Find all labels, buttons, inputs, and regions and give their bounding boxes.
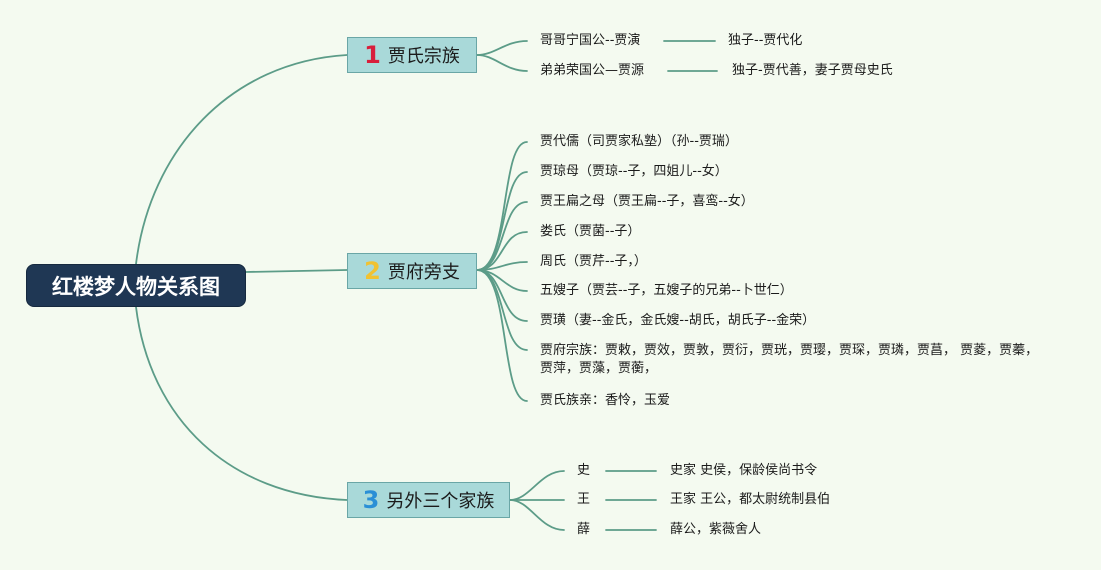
leaf-b3-1[interactable]: 史 bbox=[577, 463, 591, 478]
root-label: 红楼梦人物关系图 bbox=[52, 274, 220, 299]
connector-b2-leaf-3 bbox=[476, 201, 528, 271]
leaf-b3-3-detail[interactable]: 薛公，紫薇舍人 bbox=[670, 522, 762, 537]
connector-b3-leaf-1 bbox=[509, 470, 565, 501]
leaf-b2-6[interactable]: 五嫂子（贾芸--子，五嫂子的兄弟--卜世仁） bbox=[540, 283, 793, 298]
leaf-b3-3[interactable]: 薛 bbox=[577, 522, 591, 537]
leaf-b1-1[interactable]: 哥哥宁国公--贾演 bbox=[540, 33, 641, 48]
leaf-b2-4[interactable]: 娄氏（贾菌--子） bbox=[540, 224, 641, 239]
branch-label: 贾氏宗族 bbox=[387, 46, 460, 67]
leaf-b2-8[interactable]: 贾府宗族：贾敕，贾效，贾敦，贾衍，贾珖，贾璎，贾琛，贾璘，贾菖， 贾菱，贾蓁，贾… bbox=[540, 343, 1039, 376]
root-node[interactable]: 红楼梦人物关系图 bbox=[26, 264, 246, 307]
branch-node-side-branches[interactable]: 2 贾府旁支 bbox=[347, 253, 477, 289]
branch-node-jia-clan[interactable]: 1 贾氏宗族 bbox=[347, 37, 477, 73]
leaf-b3-2-detail[interactable]: 王家 王公，都太尉统制县伯 bbox=[670, 492, 831, 507]
connector-root-b3 bbox=[135, 306, 348, 501]
leaf-b2-7[interactable]: 贾璜（妻--金氏，金氏嫂--胡氏，胡氏子--金荣） bbox=[540, 313, 816, 328]
branch-label: 贾府旁支 bbox=[387, 262, 460, 283]
leaf-b2-5[interactable]: 周氏（贾芹--子，） bbox=[540, 254, 647, 269]
branch-number: 2 bbox=[364, 257, 381, 285]
leaf-b3-2[interactable]: 王 bbox=[577, 492, 591, 507]
leaf-b2-1[interactable]: 贾代儒（司贾家私塾）（孙--贾瑞） bbox=[540, 134, 738, 149]
connector-b2-leaf-5 bbox=[476, 261, 528, 271]
connector-b2-leaf-7 bbox=[476, 269, 528, 322]
connector-root-b1 bbox=[135, 54, 348, 265]
leaf-b2-3[interactable]: 贾王扁之母（贾王扁--子，喜鸾--女） bbox=[540, 194, 754, 209]
leaf-b2-2[interactable]: 贾琼母（贾琼--子，四姐儿--女） bbox=[540, 164, 728, 179]
connector-b2-leaf-2 bbox=[476, 171, 528, 271]
branch-node-other-families[interactable]: 3 另外三个家族 bbox=[347, 482, 510, 518]
connector-b1-leaf-2 bbox=[476, 54, 528, 72]
connector-b3-leaf-3 bbox=[509, 499, 565, 531]
connector-root-b2 bbox=[245, 269, 348, 273]
leaf-b1-2[interactable]: 弟弟荣国公—贾源 bbox=[540, 63, 645, 78]
branch-label: 另外三个家族 bbox=[386, 491, 495, 512]
leaf-b1-1-detail[interactable]: 独子--贾代化 bbox=[728, 33, 803, 48]
leaf-b3-1-detail[interactable]: 史家 史侯，保龄侯尚书令 bbox=[670, 463, 818, 478]
branch-number: 3 bbox=[362, 486, 380, 514]
leaf-b1-2-detail[interactable]: 独子-贾代善，妻子贾母史氏 bbox=[732, 63, 893, 78]
connector-b2-leaf-9 bbox=[476, 269, 528, 402]
branch-number: 1 bbox=[364, 41, 381, 69]
leaf-b2-9[interactable]: 贾氏族亲：香怜，玉爱 bbox=[540, 393, 671, 408]
connector-b2-leaf-8 bbox=[476, 269, 528, 351]
connector-b1-leaf-1 bbox=[476, 40, 528, 56]
